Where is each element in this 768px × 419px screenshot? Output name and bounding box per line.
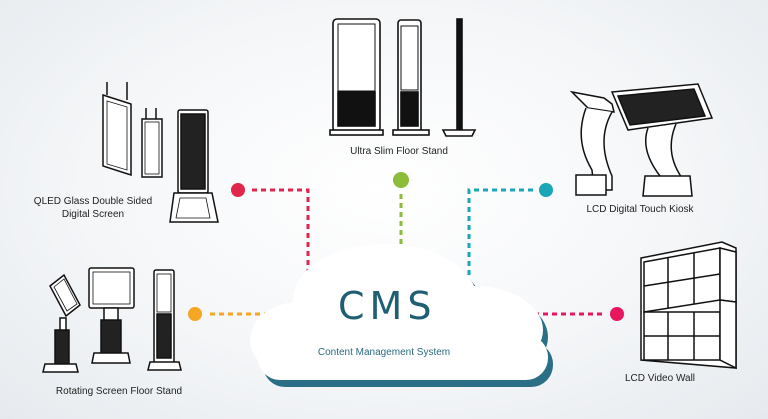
connector-qled [231, 183, 310, 290]
video-wall-label: LCD Video Wall [624, 373, 696, 384]
dot-red [231, 183, 245, 197]
cms-cloud [250, 244, 553, 387]
qled-label: QLED Glass Double Sided Digital Screen [28, 195, 158, 221]
connector-kiosk [467, 183, 553, 280]
ultra-slim-floor-stand-illustration [329, 18, 477, 137]
dot-orange [188, 307, 202, 321]
kiosk-label: LCD Digital Touch Kiosk [586, 204, 694, 215]
qled-label-line1: QLED Glass Double Sided [33, 196, 153, 207]
connector-video-wall [536, 307, 624, 321]
cms-title: CMS [338, 284, 437, 328]
cms-subtitle: Content Management System [317, 347, 451, 358]
connector-rotating [188, 307, 268, 321]
dot-pink [610, 307, 624, 321]
qled-glass-screen-illustration [102, 82, 219, 223]
rotating-screen-stand-illustration [42, 267, 182, 373]
qled-label-line2: Digital Screen [61, 209, 125, 220]
lcd-touch-kiosk-illustration [569, 83, 714, 197]
dot-green [393, 172, 409, 188]
dot-teal [539, 183, 553, 197]
ultra-slim-label: Ultra Slim Floor Stand [350, 146, 448, 157]
connector-ultra-slim [393, 172, 409, 252]
lcd-video-wall-illustration [640, 241, 737, 370]
rotating-label: Rotating Screen Floor Stand [55, 386, 183, 397]
